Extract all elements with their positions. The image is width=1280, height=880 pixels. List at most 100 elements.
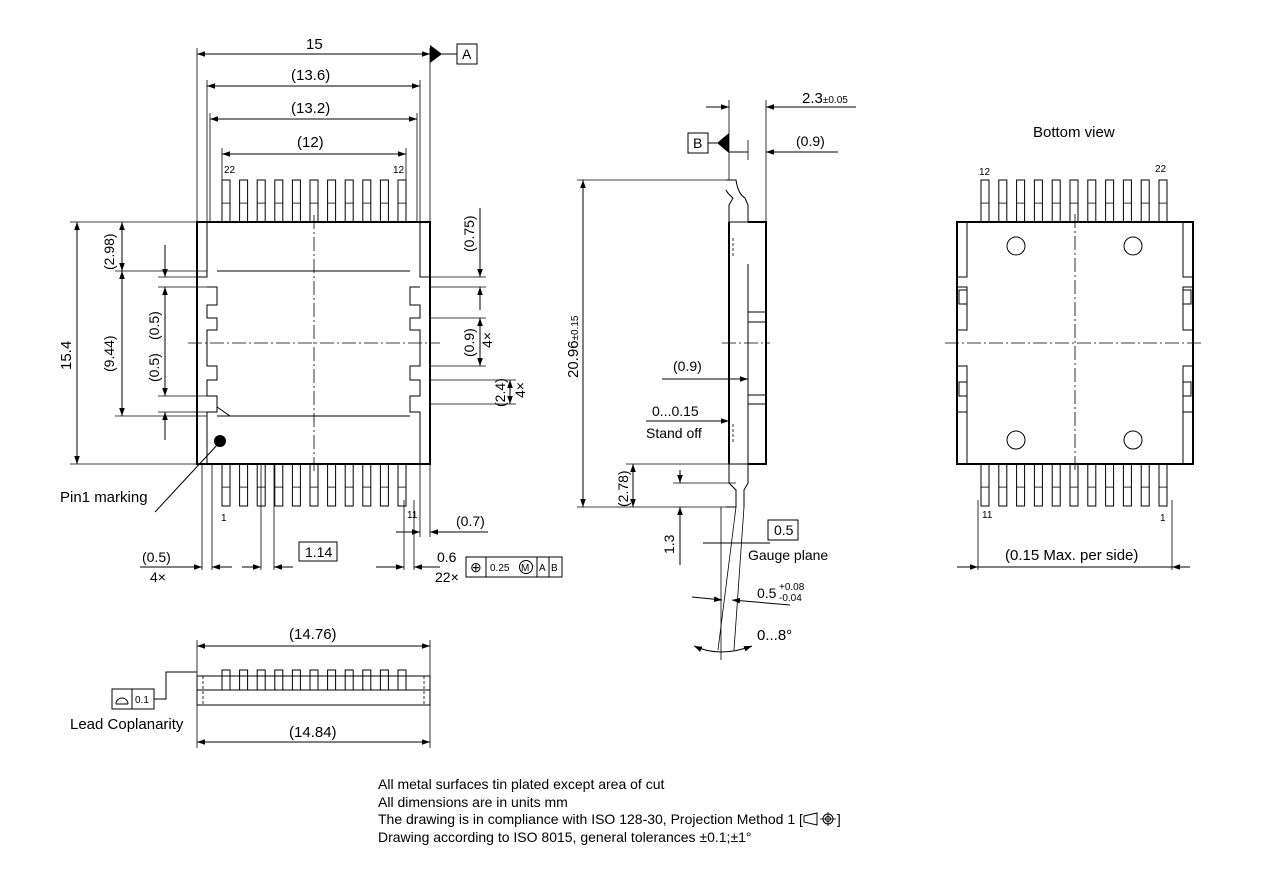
dim-tab-24: (2.4) [492, 378, 508, 407]
lead [327, 179, 337, 223]
lead [274, 463, 284, 507]
dim-notch-b: (0.5) [146, 353, 162, 382]
end-view-lead [397, 669, 407, 691]
side-view: 2.3±0.05 (0.9) B 20.96±0.15 (0.9) 0...0.… [565, 90, 856, 660]
lead [344, 179, 354, 223]
dim-length: 20.96±0.15 [565, 315, 582, 378]
dim-standoff-range: 0...0.15 [652, 403, 699, 419]
dim-height: 15.4 [58, 341, 75, 370]
pitch-basic-box [298, 541, 338, 562]
dim-bottom-4x: 4× [150, 569, 166, 585]
dim-pin-span: (12) [297, 134, 324, 151]
end-view-lead [221, 669, 231, 691]
bottom-view-leads-bottom [980, 463, 1168, 507]
note-line: The drawing is in compliance with ISO 12… [378, 811, 841, 827]
dim-angle: 0...8° [757, 627, 792, 644]
lead [1051, 463, 1061, 507]
pin1-leader [154, 443, 219, 513]
ejector-pin-mark [1006, 430, 1026, 450]
pin1-marking-dot [214, 435, 226, 447]
pin1-marking-label: Pin1 marking [60, 489, 148, 506]
lead [1033, 463, 1043, 507]
dim-thickness: 2.3±0.05 [802, 90, 848, 107]
lead [309, 179, 319, 223]
fcf-modifier: M [521, 563, 529, 574]
lead [239, 179, 249, 223]
fcf-datum-a: A [539, 563, 546, 574]
pin-label-1: 1 [221, 513, 227, 524]
dim-lead-09: (0.9) [796, 133, 825, 149]
dim-overall-width: 15 [306, 36, 323, 53]
end-view-lead [274, 669, 284, 691]
datum-b-label: B [693, 135, 702, 151]
note-line: Drawing according to ISO 8015, general t… [378, 828, 752, 845]
lead [221, 179, 231, 223]
note-line: All dimensions are in units mm [378, 793, 568, 810]
fcf-tolerance: 0.25 [490, 563, 510, 574]
lead [980, 463, 990, 507]
lead [362, 463, 372, 507]
gauge-value: 0.5 [774, 522, 794, 538]
dim-bottom-05: (0.5) [142, 549, 171, 565]
top-view-inner-rect [216, 270, 410, 417]
bottom-view-title: Bottom view [1033, 124, 1115, 141]
lead [1158, 179, 1168, 223]
profile-surface-icon [115, 697, 129, 705]
lead [1087, 179, 1097, 223]
top-view: Pin1 marking 22 12 1 11 15 A (13.6) (13.… [58, 36, 563, 585]
dim-foot-13: 1.3 [661, 534, 677, 554]
dim-tab-075: (0.75) [461, 215, 477, 252]
gauge-label: Gauge plane [748, 547, 828, 563]
dim-lead-count: 22× [435, 569, 459, 585]
dim-inner-height: (9.44) [101, 335, 117, 372]
ejector-pin-mark [1006, 236, 1026, 256]
bottom-view-leads-top [980, 179, 1168, 223]
pin-label-22: 22 [224, 165, 236, 176]
lead [309, 463, 319, 507]
lead [397, 463, 407, 507]
lead [291, 463, 301, 507]
fcf-datum-b: B [551, 563, 558, 574]
lead [1016, 179, 1026, 223]
dim-4x-a: 4× [479, 332, 495, 348]
lead [221, 463, 231, 507]
end-view-lead [362, 669, 372, 691]
lead [1105, 463, 1115, 507]
lead [1140, 179, 1150, 223]
datum-a-label: A [462, 46, 472, 62]
end-view-lead [239, 669, 249, 691]
dim-lead-span: (13.6) [291, 67, 330, 84]
ejector-pin-mark [1123, 236, 1143, 256]
lead [1140, 463, 1150, 507]
end-view-lead [256, 669, 266, 691]
coplanarity-value: 0.1 [135, 695, 149, 706]
end-view-lead [344, 669, 354, 691]
end-view-lead [309, 669, 319, 691]
lead [998, 463, 1008, 507]
end-view: (14.76) (14.84) 0.1 Lead Coplanarity [70, 626, 431, 748]
feature-control-frame: ⊕ 0.25 M A B [465, 556, 563, 578]
dim-end-top: (14.76) [289, 626, 337, 643]
lead [1087, 463, 1097, 507]
general-notes: All metal surfaces tin plated except are… [378, 776, 841, 846]
dim-4x-b: 4× [512, 382, 528, 398]
ejector-pin-mark [1123, 430, 1143, 450]
bottom-view-note: (0.15 Max. per side) [1005, 547, 1138, 564]
projection-method-icon [803, 812, 836, 826]
lead [274, 179, 284, 223]
lead [239, 463, 249, 507]
side-view-lead-top [725, 179, 749, 222]
lead [344, 463, 354, 507]
lead [379, 463, 389, 507]
bottom-view: Bottom view 12 22 11 1 (0.15 Max. per si… [945, 124, 1203, 570]
lead [397, 179, 407, 223]
bottom-view-body [956, 221, 1194, 465]
lead [1158, 463, 1168, 507]
side-view-lead-bottom [726, 464, 749, 508]
dim-notch-a: (0.5) [146, 311, 162, 340]
dim-top-offset: (2.98) [101, 233, 117, 270]
dim-tab-09: (0.9) [461, 328, 477, 357]
lead [980, 179, 990, 223]
dim-foot-278: (2.78) [615, 470, 631, 507]
